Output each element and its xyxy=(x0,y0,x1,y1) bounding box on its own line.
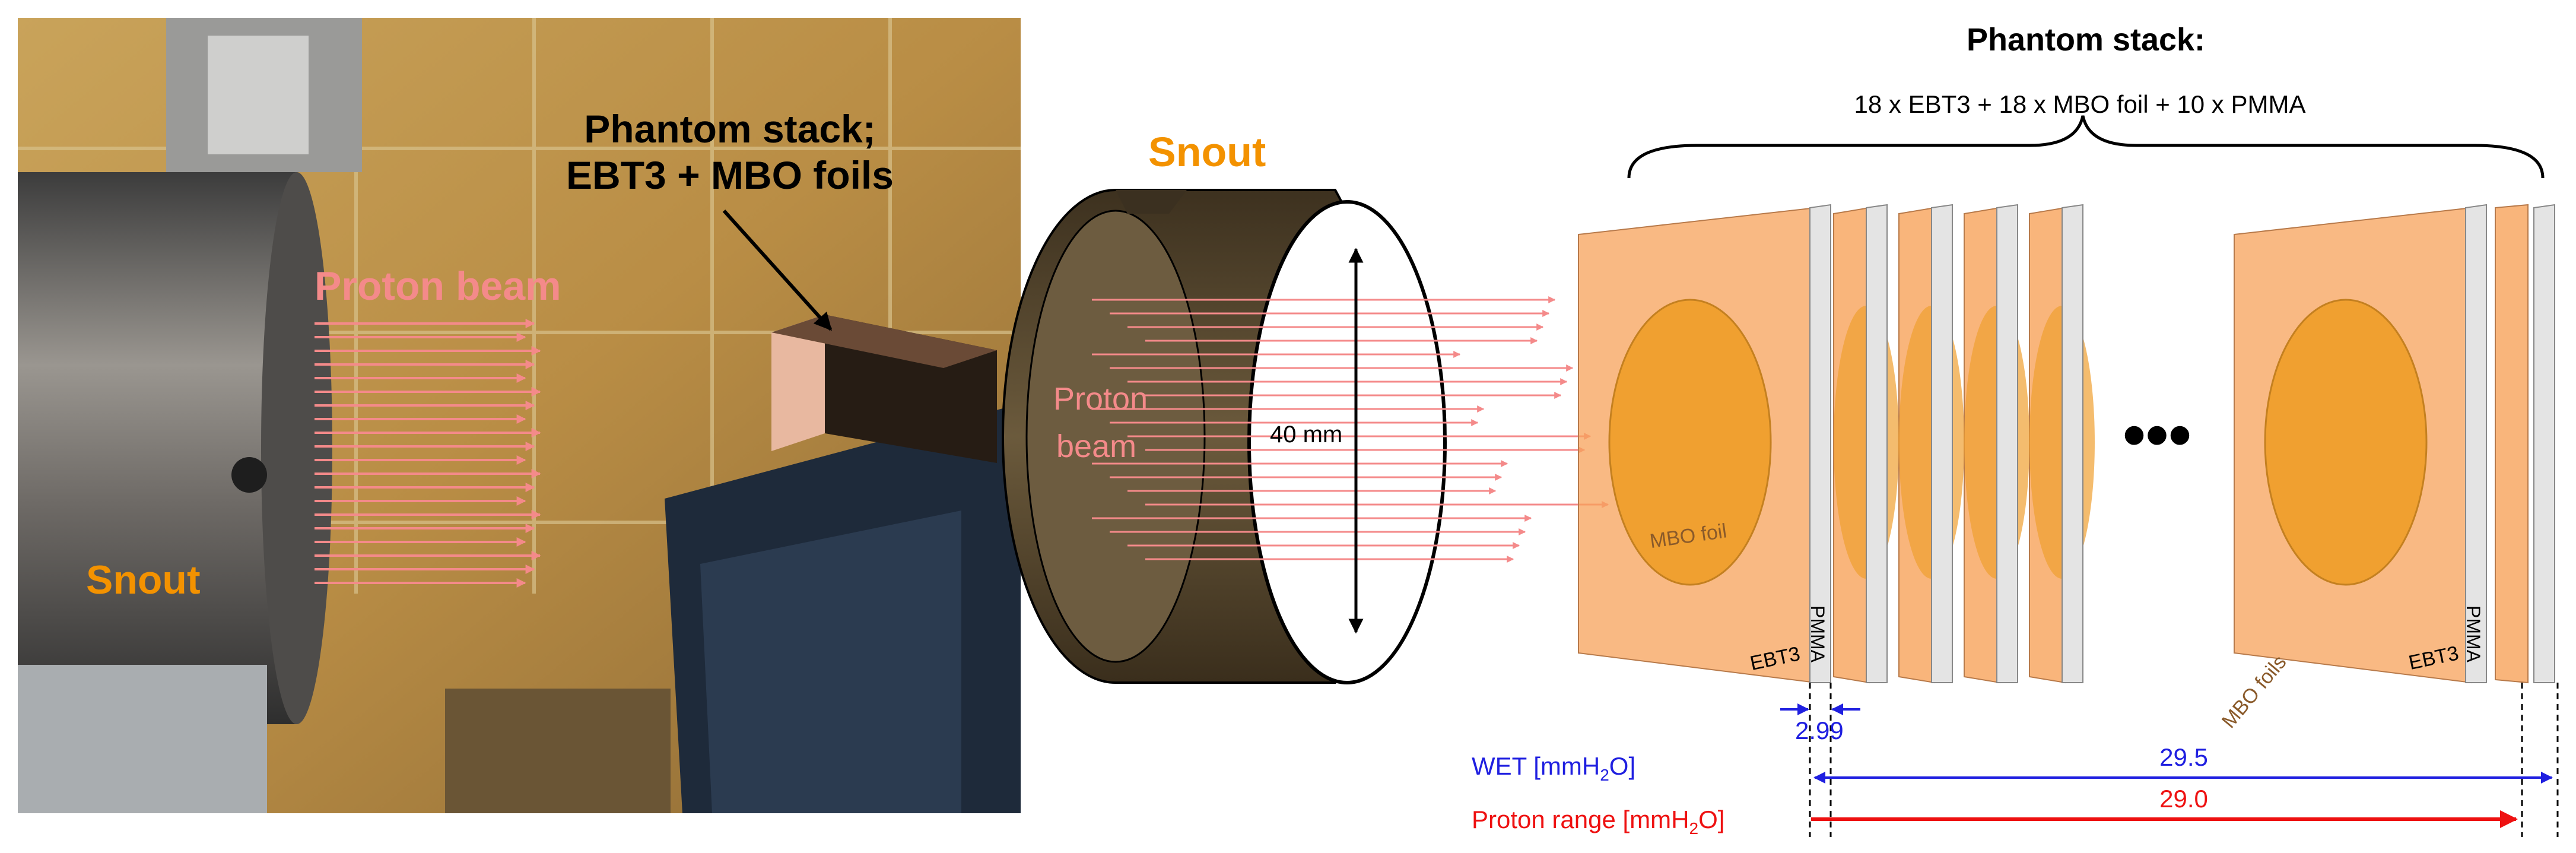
mbo-foil-disc xyxy=(1608,299,1772,586)
snout-aperture xyxy=(1247,200,1447,684)
ebt3-foil-layer xyxy=(2234,207,2472,684)
phantom-stack xyxy=(1578,204,2555,684)
wet-label: WET [mmH2O] xyxy=(1472,752,1635,784)
photo-snout xyxy=(18,172,297,724)
snout-hole xyxy=(231,457,267,493)
photo-beam-label: Proton beam xyxy=(315,264,561,309)
schematic-beam-label-1: Proton xyxy=(1053,381,1148,417)
pmma-plate xyxy=(2533,204,2555,683)
stack-title: Phantom stack: xyxy=(1967,22,2205,58)
schematic-snout-label: Snout xyxy=(1148,129,1266,175)
schematic-beam-arrows xyxy=(1092,296,1609,563)
pmma-plate xyxy=(1931,204,1953,683)
range-label: Proton range [mmH2O] xyxy=(1472,806,1724,838)
mbo-foils-label: MBO foils xyxy=(2218,651,2291,732)
callout-arrow xyxy=(722,209,833,331)
ebt3-foil-layer xyxy=(1578,207,1816,684)
pmma-plate xyxy=(1996,204,2018,683)
range-value: 29.0 xyxy=(2159,785,2208,813)
pmma-plate xyxy=(2465,204,2487,683)
photo-snout-label: Snout xyxy=(86,557,201,603)
photo-stack-label-2: EBT3 + MBO foils xyxy=(566,153,894,197)
stack-composition: 18 x EBT3 + 18 x MBO foil + 10 x PMMA xyxy=(1854,90,2306,118)
pmma-plate xyxy=(1866,204,1888,683)
pmma-label-first: PMMA xyxy=(1807,605,1828,663)
stack-brace xyxy=(1627,115,2545,179)
dimension-guides xyxy=(1809,683,2559,837)
ebt3-foil-layer xyxy=(2495,204,2529,684)
schematic-beam-label-2: beam xyxy=(1056,429,1136,464)
pmma-label-last: PMMA xyxy=(2463,605,2484,663)
thickness-value: 2.99 xyxy=(1795,716,1844,744)
wet-value: 29.5 xyxy=(2159,743,2208,771)
schematic-panel: 40 mm Proton beam Snout MBO foils MBO fo… xyxy=(1002,22,2559,838)
pmma-plate xyxy=(2062,204,2083,683)
photo-stack-face xyxy=(771,315,825,451)
diameter-label: 40 mm xyxy=(1270,421,1342,448)
photo-beam-arrows xyxy=(315,319,541,588)
photo-panel: Phantom stack; EBT3 + MBO foils Proton b… xyxy=(18,18,1021,813)
photo-stack-label-1: Phantom stack; xyxy=(584,107,875,151)
mbo-foil-disc xyxy=(2264,299,2428,586)
ellipsis: ••• xyxy=(2123,398,2191,471)
